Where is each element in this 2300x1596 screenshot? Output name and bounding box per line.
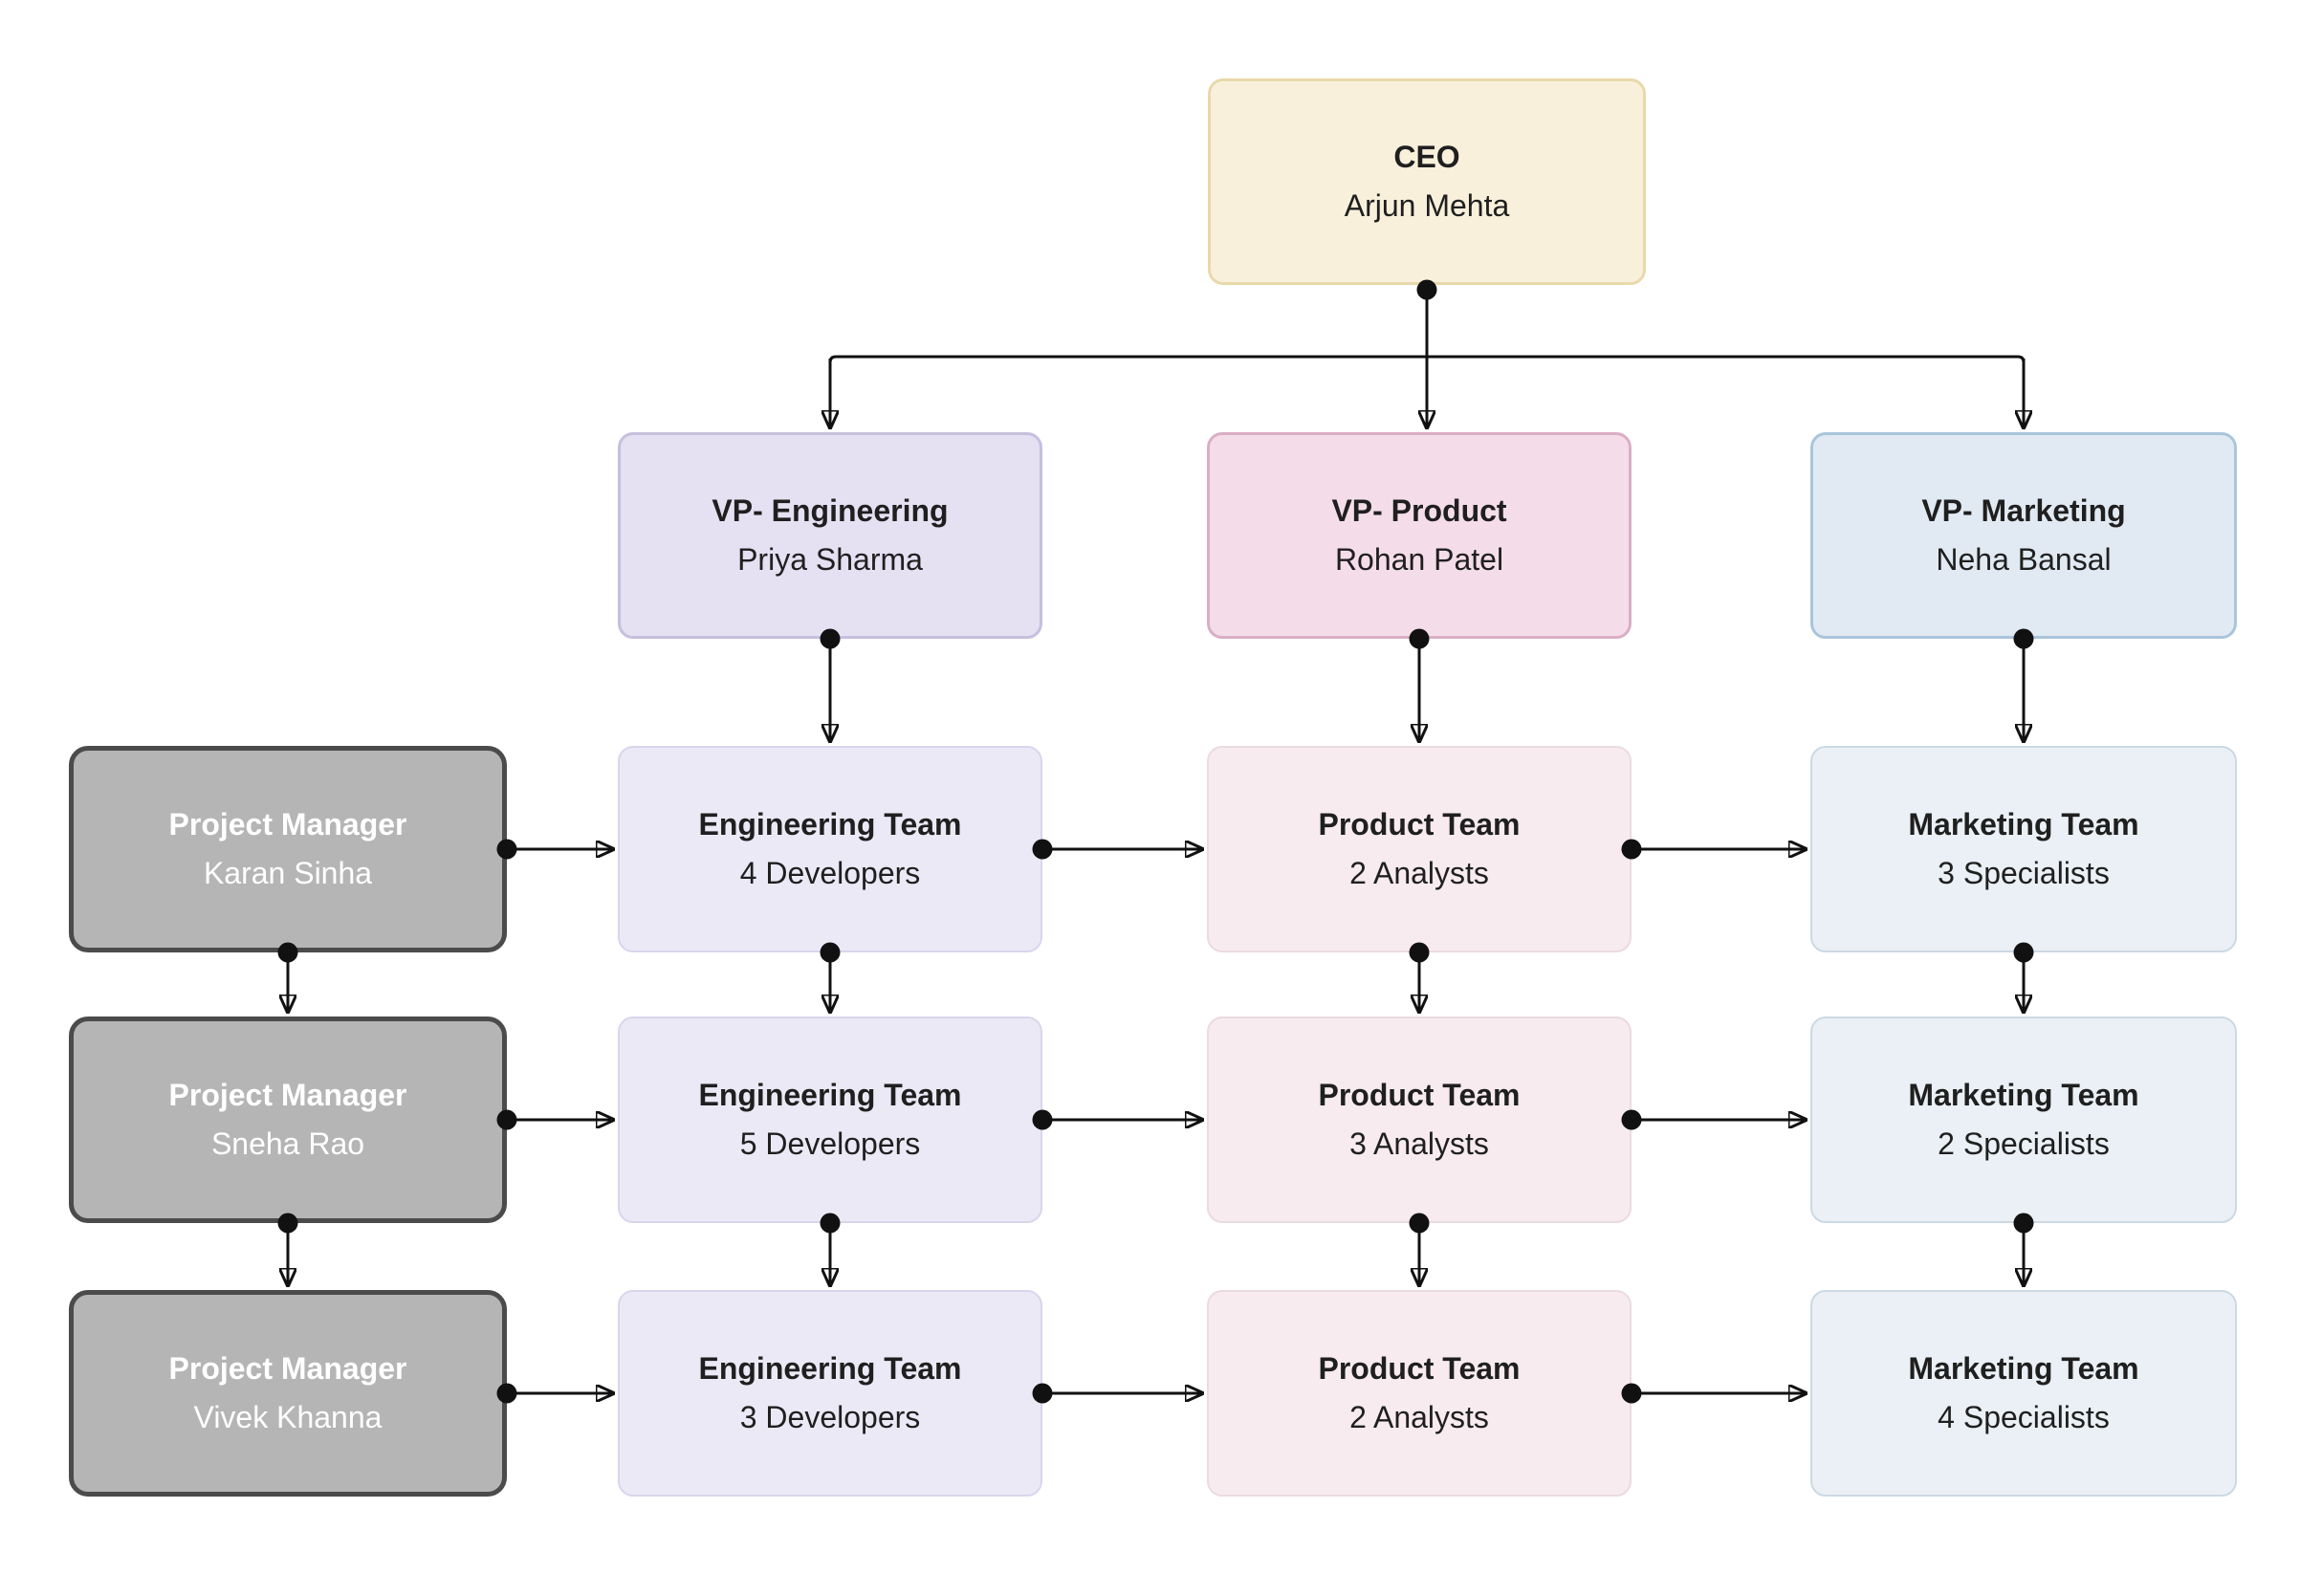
node-marketing-team-2: Marketing Team 2 Specialists	[1810, 1017, 2237, 1223]
edge-pm2-pm3	[277, 1213, 298, 1287]
node-engineering-team-1: Engineering Team 4 Developers	[618, 746, 1042, 952]
node-title: Project Manager	[168, 1078, 407, 1113]
edge-pm3-engineering-3	[496, 1383, 615, 1404]
node-ceo: CEO Arjun Mehta	[1208, 78, 1646, 285]
node-subtitle: Karan Sinha	[203, 855, 373, 890]
node-subtitle: Priya Sharma	[737, 541, 923, 577]
node-title: VP- Engineering	[712, 493, 949, 529]
edge-engineering-1-2	[820, 942, 841, 1014]
node-subtitle: 5 Developers	[739, 1126, 921, 1161]
edge-ceo-fanout	[828, 279, 2026, 429]
node-subtitle: 2 Analysts	[1349, 1399, 1489, 1434]
node-title: Marketing Team	[1908, 807, 2139, 842]
edge-product-2-3	[1409, 1213, 1430, 1287]
node-title: Project Manager	[168, 807, 407, 842]
edge-product-1-2	[1409, 942, 1430, 1014]
node-title: Engineering Team	[698, 807, 962, 842]
edge-vp-marketing-team-1	[2013, 628, 2034, 743]
node-engineering-team-3: Engineering Team 3 Developers	[618, 1290, 1042, 1497]
node-title: Engineering Team	[698, 1351, 962, 1387]
node-engineering-team-2: Engineering Team 5 Developers	[618, 1017, 1042, 1223]
node-project-manager-1: Project Manager Karan Sinha	[69, 746, 507, 952]
edge-marketing-2-3	[2013, 1213, 2034, 1287]
node-subtitle: 2 Specialists	[1938, 1126, 2110, 1161]
edge-engineering-2-3	[820, 1213, 841, 1287]
edge-product-2-marketing-2	[1621, 1109, 1807, 1130]
edge-rail	[828, 355, 2026, 363]
node-title: Project Manager	[168, 1351, 407, 1387]
node-product-team-1: Product Team 2 Analysts	[1207, 746, 1632, 952]
node-title: Marketing Team	[1908, 1078, 2139, 1113]
node-title: VP- Marketing	[1921, 493, 2126, 529]
node-subtitle: 2 Analysts	[1349, 855, 1489, 890]
node-title: Engineering Team	[698, 1078, 962, 1113]
node-product-team-2: Product Team 3 Analysts	[1207, 1017, 1632, 1223]
node-title: Product Team	[1318, 807, 1521, 842]
edge-engineering-3-product-3	[1032, 1383, 1204, 1404]
node-subtitle: Sneha Rao	[210, 1126, 365, 1161]
edge-engineering-1-product-1	[1032, 839, 1204, 860]
node-subtitle: Arjun Mehta	[1344, 187, 1510, 223]
node-marketing-team-1: Marketing Team 3 Specialists	[1810, 746, 2237, 952]
node-subtitle: 3 Developers	[739, 1399, 921, 1434]
edge-product-1-marketing-1	[1621, 839, 1807, 860]
edge-pm1-pm2	[277, 942, 298, 1014]
node-vp-engineering: VP- Engineering Priya Sharma	[618, 432, 1042, 639]
node-vp-product: VP- Product Rohan Patel	[1207, 432, 1632, 639]
node-subtitle: 4 Specialists	[1938, 1399, 2110, 1434]
node-title: VP- Product	[1331, 493, 1507, 529]
edge-vp-product-team-1	[1409, 628, 1430, 743]
node-title: Product Team	[1318, 1351, 1521, 1387]
node-project-manager-2: Project Manager Sneha Rao	[69, 1017, 507, 1223]
node-title: Product Team	[1318, 1078, 1521, 1113]
node-subtitle: 3 Analysts	[1349, 1126, 1489, 1161]
node-subtitle: Neha Bansal	[1936, 541, 2112, 577]
node-vp-marketing: VP- Marketing Neha Bansal	[1810, 432, 2237, 639]
node-subtitle: 4 Developers	[739, 855, 921, 890]
node-title: CEO	[1393, 140, 1460, 175]
edge-marketing-1-2	[2013, 942, 2034, 1014]
edge-product-3-marketing-3	[1621, 1383, 1807, 1404]
node-subtitle: Rohan Patel	[1334, 541, 1504, 577]
node-marketing-team-3: Marketing Team 4 Specialists	[1810, 1290, 2237, 1497]
node-project-manager-3: Project Manager Vivek Khanna	[69, 1290, 507, 1497]
node-subtitle: Vivek Khanna	[193, 1399, 383, 1434]
edge-pm2-engineering-2	[496, 1109, 615, 1130]
edge-engineering-2-product-2	[1032, 1109, 1204, 1130]
node-title: Marketing Team	[1908, 1351, 2139, 1387]
edge-vp-engineering-team-1	[820, 628, 841, 743]
node-product-team-3: Product Team 2 Analysts	[1207, 1290, 1632, 1497]
edge-pm1-engineering-1	[496, 839, 615, 860]
node-subtitle: 3 Specialists	[1938, 855, 2110, 890]
